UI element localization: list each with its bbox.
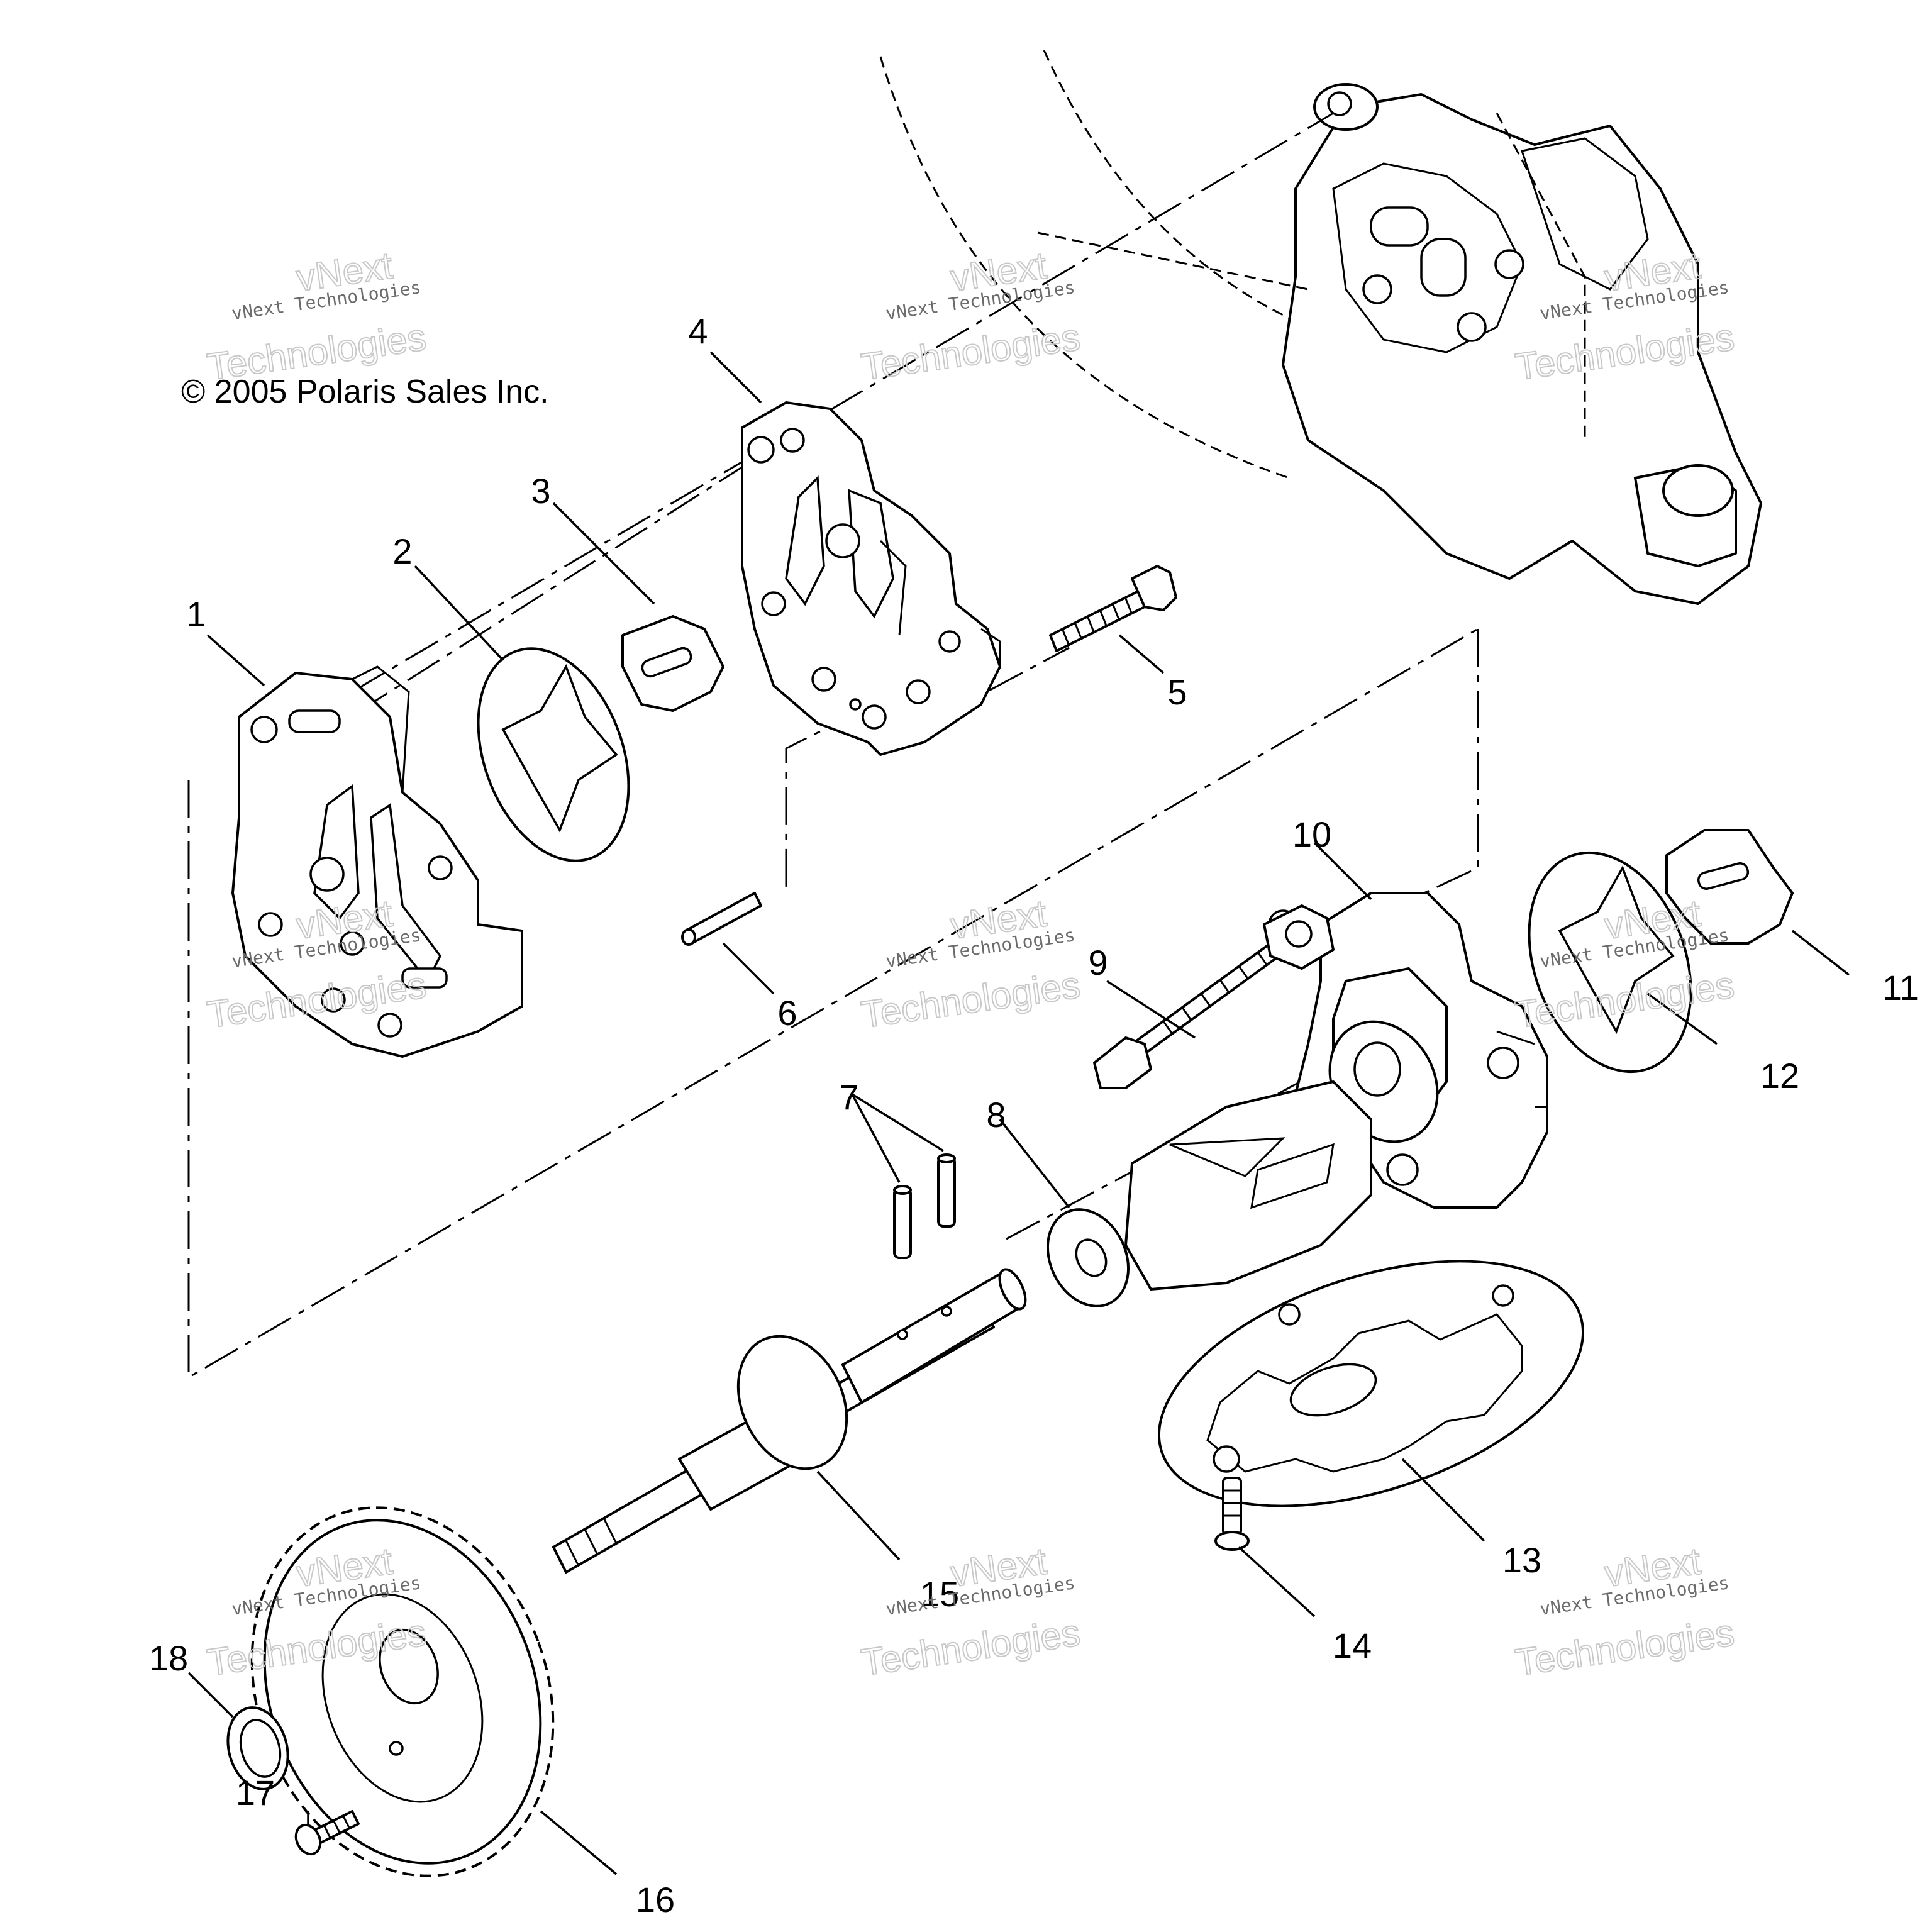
outer-rotor xyxy=(477,647,630,862)
pump-plate xyxy=(741,401,1001,756)
callout-1: 1 xyxy=(186,594,206,634)
pump-body xyxy=(231,665,523,1058)
watermark-top-center: vNext vNext Technologies Technologies xyxy=(858,243,1083,389)
screw-14 xyxy=(1214,1477,1250,1551)
callout-12: 12 xyxy=(1760,1056,1799,1096)
callout-numbers: 1 2 3 4 5 6 7 8 9 10 11 12 13 14 15 16 1… xyxy=(149,311,1919,1919)
assembly-axis-frame xyxy=(187,627,1479,1379)
watermark-mid-center: vNext vNext Technologies Technologies xyxy=(858,891,1083,1036)
callout-3: 3 xyxy=(531,471,550,511)
drive-gear-16 xyxy=(250,1506,555,1877)
callout-16: 16 xyxy=(636,1880,675,1919)
callout-9: 9 xyxy=(1088,943,1108,982)
callout-17: 17 xyxy=(236,1773,275,1813)
assembly-axis-left xyxy=(251,458,755,781)
washer-18 xyxy=(226,1706,289,1790)
pins-7 xyxy=(893,1153,956,1259)
watermark-bottom-center: vNext vNext Technologies Technologies xyxy=(858,1539,1083,1684)
callout-8: 8 xyxy=(986,1095,1006,1135)
callout-4: 4 xyxy=(688,311,708,351)
svg-text:Technologies: Technologies xyxy=(1513,1611,1736,1684)
strainer-cover xyxy=(1124,1080,1372,1291)
watermark-top-left: vNext vNext Technologies Technologies xyxy=(204,243,429,389)
drive-shaft-15 xyxy=(552,1268,1027,1574)
assembly-axis-upper xyxy=(352,112,1334,693)
callout-13: 13 xyxy=(1502,1540,1541,1580)
svg-text:Technologies: Technologies xyxy=(858,316,1082,388)
inner-rotor-right xyxy=(1665,829,1794,945)
bolt-5 xyxy=(1049,565,1177,652)
crankcase-housing xyxy=(879,50,1762,605)
callout-2: 2 xyxy=(392,531,412,571)
svg-text:Technologies: Technologies xyxy=(858,1611,1082,1684)
callout-7: 7 xyxy=(839,1077,858,1117)
callout-6: 6 xyxy=(777,993,797,1033)
svg-text:Technologies: Technologies xyxy=(858,963,1082,1036)
callout-10: 10 xyxy=(1292,814,1331,854)
callout-11: 11 xyxy=(1882,968,1919,1008)
screw-17 xyxy=(294,1810,360,1856)
assembly-axis-pin xyxy=(785,709,862,893)
leader-lines xyxy=(187,351,1850,1875)
long-bolt-9 xyxy=(1093,942,1280,1089)
dowel-pin-6 xyxy=(681,892,762,946)
assembly-axis-right xyxy=(1383,629,1479,913)
callout-5: 5 xyxy=(1167,672,1187,712)
outer-rotor-right xyxy=(1528,851,1692,1074)
callout-15: 15 xyxy=(920,1574,959,1614)
washer-8 xyxy=(1046,1208,1130,1307)
inner-rotor xyxy=(621,615,724,712)
strainer-plate-13 xyxy=(1158,1260,1584,1507)
callout-14: 14 xyxy=(1333,1626,1372,1665)
copyright-notice: © 2005 Polaris Sales Inc. xyxy=(181,374,549,410)
callout-18: 18 xyxy=(149,1638,188,1678)
